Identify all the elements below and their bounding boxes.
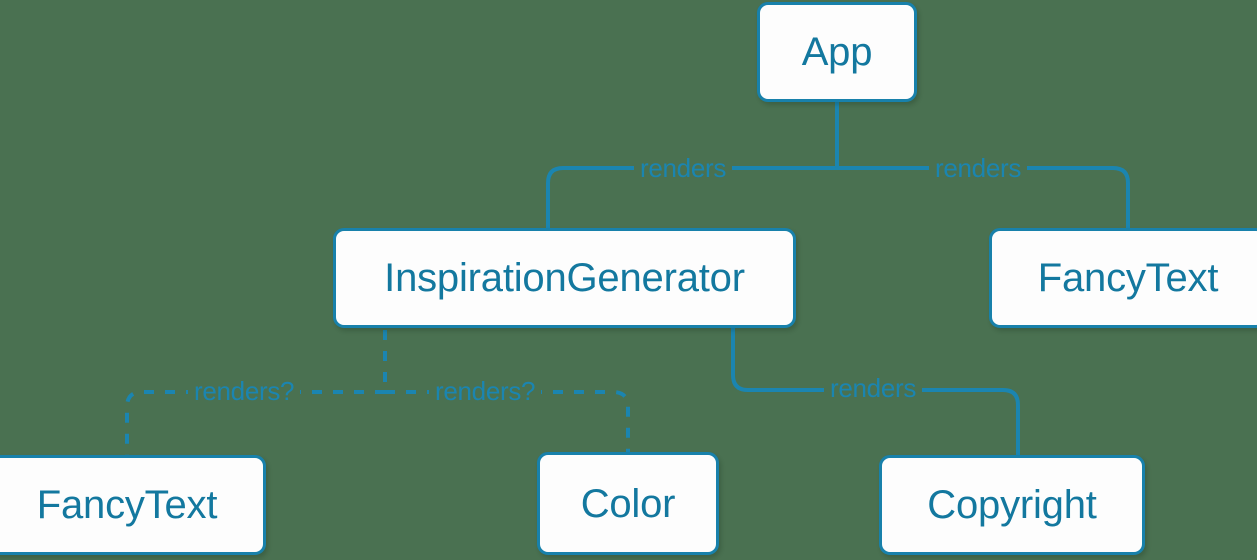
node-app-label: App xyxy=(801,30,873,74)
edge-label-inspirationgenerator-to-fancytext-left: renders? xyxy=(188,378,301,404)
edge-app-to-fancytext-right xyxy=(835,166,1130,230)
edge-inspirationgenerator-to-color xyxy=(385,390,630,452)
node-fancytext-right[interactable]: FancyText xyxy=(989,228,1257,328)
node-fancytext-left-label: FancyText xyxy=(36,483,218,527)
edge-inspirationgenerator-to-fancytext-left xyxy=(125,390,385,455)
edge-label-app-to-inspirationgenerator: renders xyxy=(634,155,733,181)
node-inspirationgenerator-label: InspirationGenerator xyxy=(384,256,745,300)
edge-label-inspirationgenerator-to-color: renders? xyxy=(429,378,542,404)
node-app[interactable]: App xyxy=(757,2,917,102)
node-inspirationgenerator[interactable]: InspirationGenerator xyxy=(333,228,796,328)
edge-label-app-to-fancytext-right: renders xyxy=(929,155,1028,181)
node-copyright[interactable]: Copyright xyxy=(879,455,1145,555)
node-fancytext-left[interactable]: FancyText xyxy=(0,455,266,555)
node-color[interactable]: Color xyxy=(537,452,719,555)
node-copyright-label: Copyright xyxy=(927,483,1097,527)
edge-app-to-inspirationgenerator xyxy=(546,166,839,230)
node-color-label: Color xyxy=(580,481,676,526)
node-fancytext-right-label: FancyText xyxy=(1037,256,1219,300)
edge-label-inspirationgenerator-to-copyright: renders xyxy=(824,375,923,401)
